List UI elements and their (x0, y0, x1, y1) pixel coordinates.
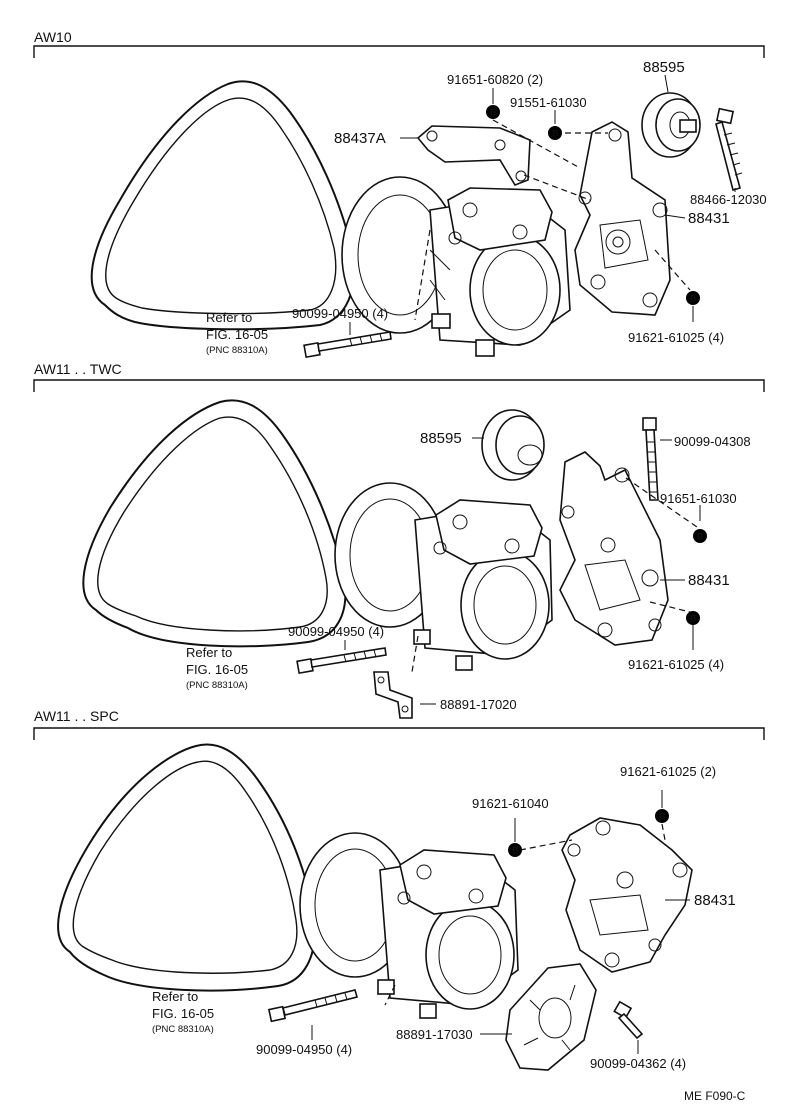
section-aw11-spc: AW11 . . SPC (33, 708, 765, 1071)
section-title-aw10: AW10 (34, 29, 72, 45)
label-refer-pnc-spc: (PNC 88310A) (152, 1024, 214, 1035)
label-88891-17030: 88891-17030 (396, 1027, 473, 1042)
label-88891-17020: 88891-17020 (440, 697, 517, 712)
label-88595-twc: 88595 (420, 430, 462, 447)
section-aw11-twc: AW11 . . TWC (33, 361, 765, 719)
v-belt-aw11-twc (82, 399, 347, 648)
footer-code: ME F090-C (684, 1089, 746, 1103)
compressor-aw10 (341, 176, 571, 357)
bolt-90099-04950-aw11-twc (296, 647, 387, 675)
label-88431-twc: 88431 (688, 572, 730, 589)
bolt-90099-04950-aw11-spc (267, 989, 358, 1023)
svg-text:B: B (690, 294, 697, 304)
label-refer-fig-twc: FIG. 16-05 (186, 662, 248, 677)
label-refer-fig: FIG. 16-05 (206, 327, 268, 342)
svg-text:B: B (512, 846, 519, 856)
label-91621-61025-spc: 91621-61025 (2) (620, 764, 716, 779)
bracket-88431-aw11-spc (561, 817, 693, 973)
idler-pulley-88595-aw10 (641, 92, 701, 158)
label-90099-04308: 90099-04308 (674, 434, 751, 449)
svg-text:B: B (659, 812, 666, 822)
idler-pulley-88595-aw11-twc (481, 409, 545, 481)
section-aw10: AW10 (33, 29, 767, 359)
label-91621-61025-twc: 91621-61025 (4) (628, 657, 724, 672)
label-refer-fig-spc: FIG. 16-05 (152, 1006, 214, 1021)
label-88437a: 88437A (334, 130, 386, 147)
svg-text:B: B (552, 129, 559, 139)
section-bracket-aw11-spc (33, 727, 765, 740)
marker-b-4: B (693, 529, 707, 543)
marker-b-3: B (686, 291, 700, 305)
v-belt-aw11-spc (57, 743, 316, 992)
section-title-aw11-twc: AW11 . . TWC (34, 361, 122, 377)
stay-88891-17020 (373, 671, 413, 719)
bracket-88437a (416, 125, 531, 186)
label-88595: 88595 (643, 59, 685, 76)
marker-b-1: B (486, 105, 500, 119)
label-88431-spc: 88431 (694, 892, 736, 909)
marker-b-5: B (686, 611, 700, 625)
cover-88891-17030 (505, 963, 597, 1071)
label-88466-12030: 88466-12030 (690, 192, 767, 207)
label-91621-61025: 91621-61025 (4) (628, 330, 724, 345)
svg-text:B: B (490, 108, 497, 118)
label-91551-61030: 91551-61030 (510, 95, 587, 110)
label-91651-60820: 91651-60820 (2) (447, 72, 543, 87)
bolt-90099-04950-aw10 (303, 331, 392, 359)
label-90099-04362: 90099-04362 (4) (590, 1056, 686, 1071)
bracket-88431-aw10 (574, 121, 671, 316)
svg-text:B: B (690, 614, 697, 624)
section-title-aw11-spc: AW11 . . SPC (34, 708, 119, 724)
v-belt-aw10 (90, 80, 356, 331)
compressor-aw11-spc (299, 832, 519, 1019)
section-bracket-aw10 (33, 45, 765, 58)
label-90099-04950-spc: 90099-04950 (4) (256, 1042, 352, 1057)
label-refer-to: Refer to (206, 310, 252, 325)
label-91621-61040: 91621-61040 (472, 796, 549, 811)
bolt-90099-04308 (642, 417, 659, 501)
label-90099-04950: 90099-04950 (4) (292, 306, 388, 321)
label-refer-to-spc: Refer to (152, 989, 198, 1004)
svg-text:B: B (697, 532, 704, 542)
label-refer-pnc-twc: (PNC 88310A) (186, 680, 248, 691)
section-bracket-aw11-twc (33, 379, 765, 392)
marker-b-6: B (508, 843, 522, 857)
label-88431: 88431 (688, 210, 730, 227)
compressor-aw11-twc (334, 482, 553, 671)
label-refer-pnc: (PNC 88310A) (206, 345, 268, 356)
bracket-88431-aw11-twc (559, 451, 669, 646)
marker-b-7: B (655, 809, 669, 823)
label-refer-to-twc: Refer to (186, 645, 232, 660)
bolt-90099-04362 (613, 1000, 644, 1040)
label-91651-61030: 91651-61030 (660, 491, 737, 506)
label-90099-04950-twc: 90099-04950 (4) (288, 624, 384, 639)
bolt-88466-12030 (715, 107, 743, 191)
marker-b-2: B (548, 126, 562, 140)
